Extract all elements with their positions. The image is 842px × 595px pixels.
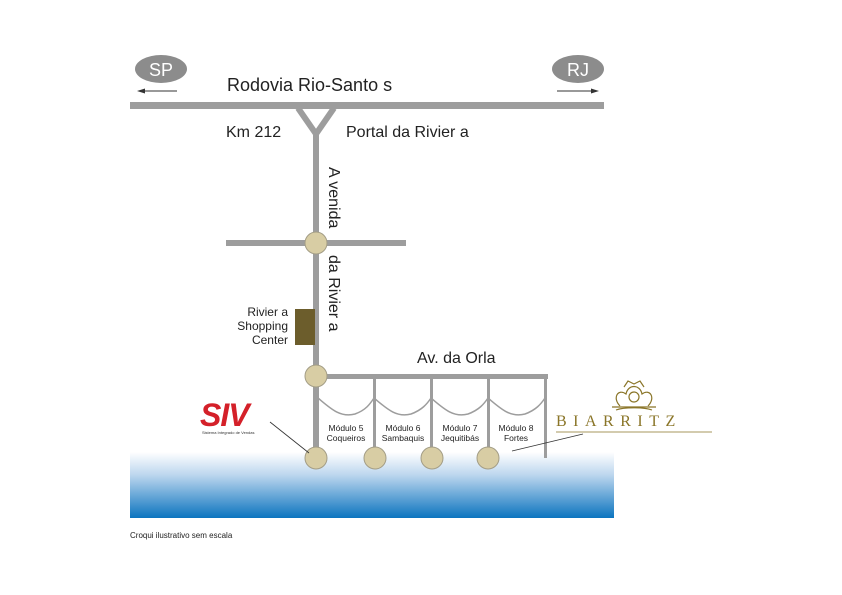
shopping-label-line1: Rivier a xyxy=(247,305,288,319)
arrow-right-icon xyxy=(557,88,599,94)
module-6-name: Sambaquis xyxy=(382,433,425,443)
orla-label: Av. da Orla xyxy=(417,350,496,367)
km-label: Km 212 xyxy=(226,124,281,141)
crown-icon xyxy=(612,380,656,411)
junction-node-cross xyxy=(304,231,328,255)
siv-logo-text: SIV xyxy=(200,397,252,433)
wave-paths xyxy=(317,396,546,416)
avenida-road xyxy=(313,132,319,460)
shopping-label-line2: Shopping xyxy=(237,319,288,333)
rj-badge: RJ xyxy=(552,55,604,83)
module-roads xyxy=(373,376,547,458)
highway-road xyxy=(130,102,604,109)
siv-logo: SIV Sistema Integrado de Vendas xyxy=(200,397,254,435)
highway-label: Rodovia Rio-Santo s xyxy=(227,75,392,95)
rj-label: RJ xyxy=(567,60,589,80)
module-7-name: Jequitibás xyxy=(441,433,479,443)
siv-pointer xyxy=(269,421,310,454)
shopping-center-block xyxy=(295,309,315,345)
arrow-left-icon xyxy=(137,88,177,94)
avenida-label: A venida xyxy=(325,167,342,228)
footnote: Croqui ilustrativo sem escala xyxy=(130,531,233,540)
module-5-name: Coqueiros xyxy=(327,433,366,443)
module-8-label: Módulo 8 xyxy=(499,423,534,433)
biarritz-logo: BIARRITZ xyxy=(556,380,712,433)
biarritz-name: BIARRITZ xyxy=(556,413,682,430)
beach-node-m8 xyxy=(476,446,500,470)
siv-tagline: Sistema Integrado de Vendas xyxy=(202,430,254,435)
beach-node-m6 xyxy=(363,446,387,470)
avenida-label-2: da Rivier a xyxy=(325,255,342,332)
module-5-label: Módulo 5 xyxy=(329,423,364,433)
module-7-label: Módulo 7 xyxy=(443,423,478,433)
beach-node-m7 xyxy=(420,446,444,470)
module-6-label: Módulo 6 xyxy=(386,423,421,433)
shopping-label-line3: Center xyxy=(252,333,288,347)
biarritz-pointer xyxy=(511,433,584,452)
sp-label: SP xyxy=(149,60,173,80)
module-8-name: Fortes xyxy=(504,433,528,443)
portal-label: Portal da Rivier a xyxy=(346,124,469,141)
sp-badge: SP xyxy=(135,55,187,83)
beach-node-m5 xyxy=(304,446,328,470)
junction-node-orla xyxy=(304,364,328,388)
highway-junction xyxy=(295,106,337,140)
